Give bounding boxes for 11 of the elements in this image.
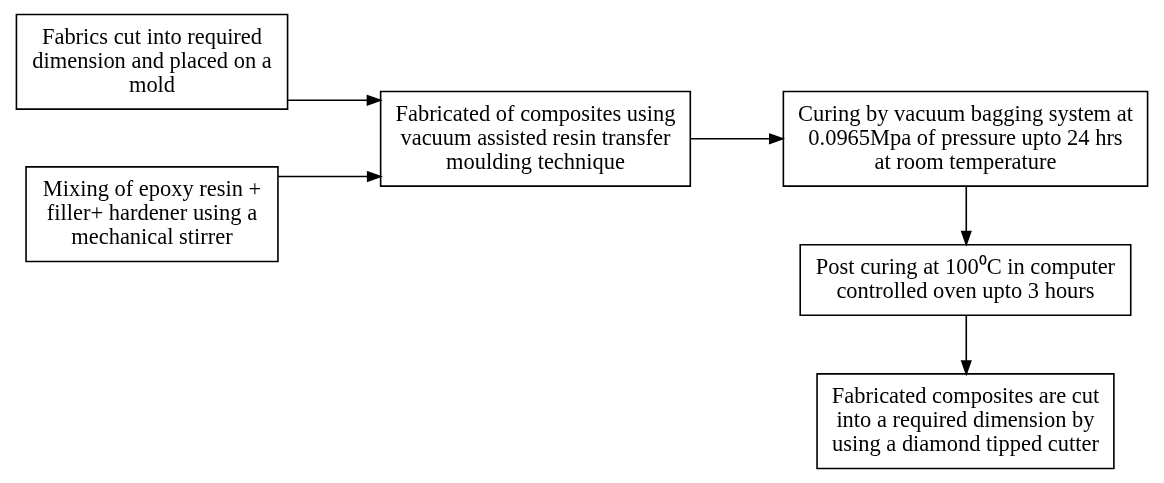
node-box: Fabricated composites are cut into a required dimension by using a diamond tipped cutter [816, 373, 1115, 470]
node-box: Fabricated of composites using vacuum assisted resin transfer moulding technique [379, 90, 692, 187]
node-box: Curing by vacuum bagging system at 0.0965Mpa of pressure upto 24 hrs at room temperature [782, 90, 1149, 187]
arrow [689, 133, 786, 145]
node-box: Mixing of epoxy resin + filler+ hardener using a mechanical stirrer [25, 166, 279, 263]
node-box: Fabrics cut into required dimension and placed on a mold [15, 13, 289, 110]
arrow [286, 94, 383, 106]
arrow [960, 314, 972, 377]
arrow [960, 185, 972, 247]
node-box: Post curing at 100⁰C in computer controlled oven upto 3 hours [799, 243, 1132, 317]
arrow [277, 170, 383, 183]
